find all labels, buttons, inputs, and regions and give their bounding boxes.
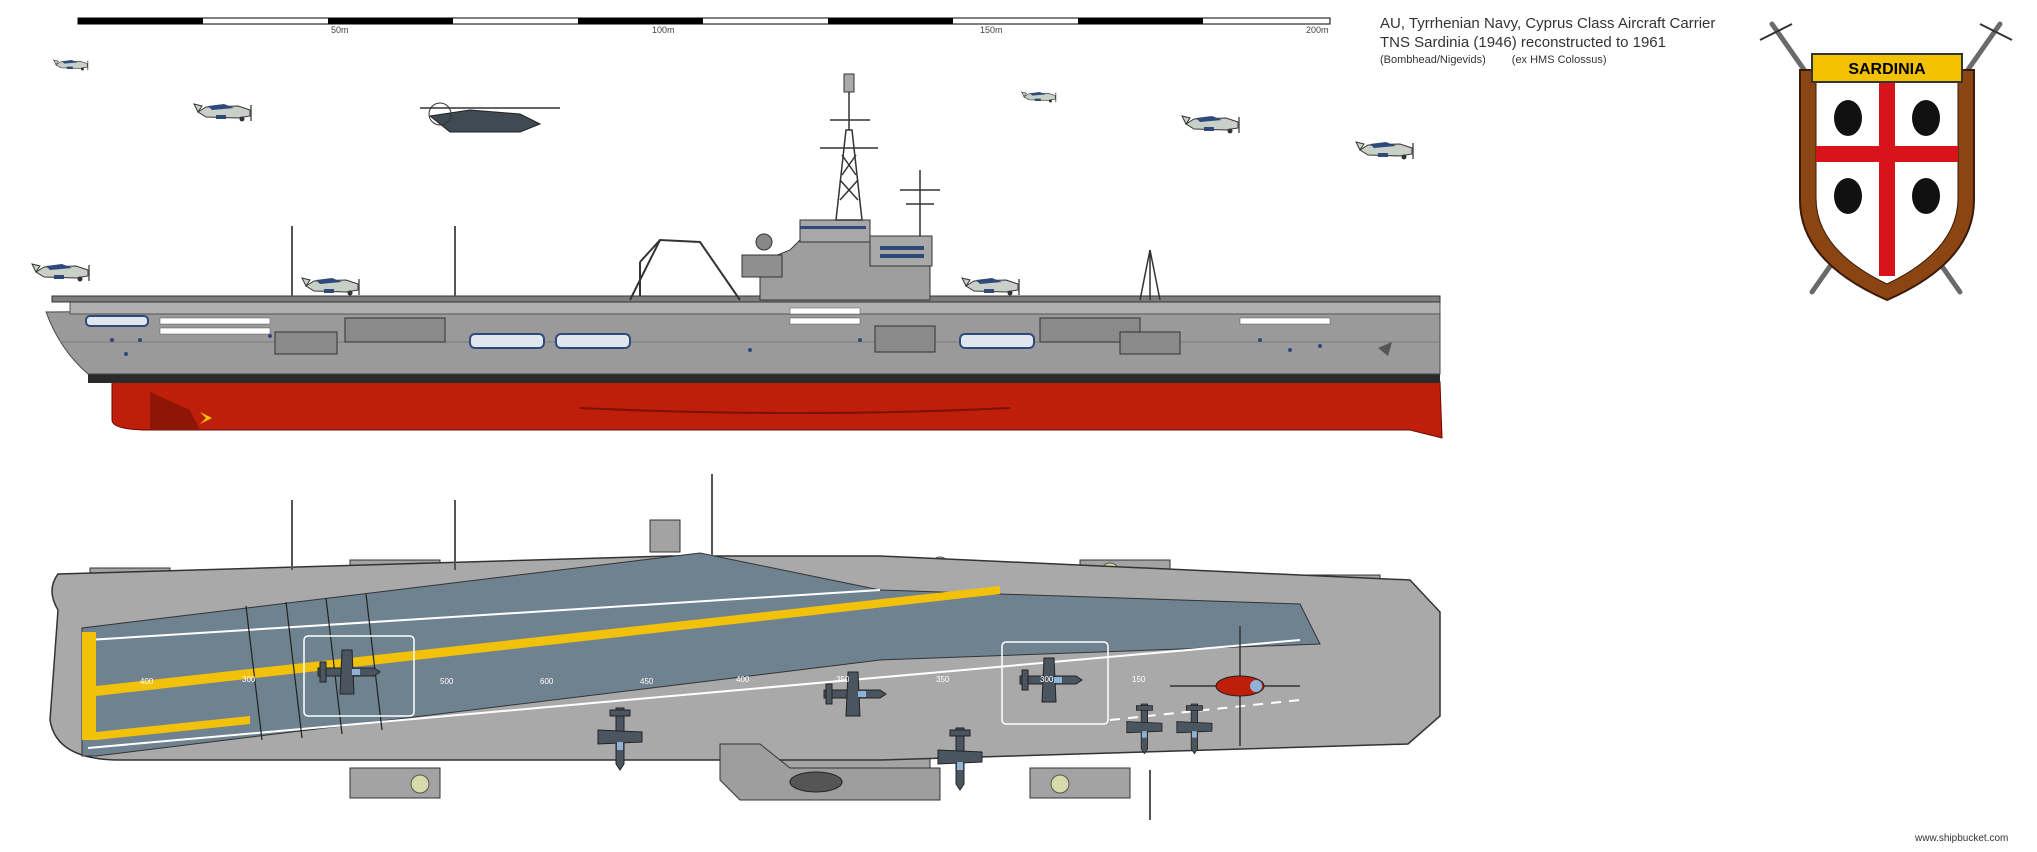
title-line-2: TNS Sardinia (1946) reconstructed to 196… xyxy=(1380,34,1666,51)
scale-label: 200m xyxy=(1306,25,1329,35)
deck-marking: 150 xyxy=(1132,675,1146,684)
anchor-icon xyxy=(1378,342,1392,356)
title-credits: (Bombhead/Nigevids) (ex HMS Colossus) xyxy=(1380,52,1715,68)
plan-view: 400 300 500 600 450 400 350 350 300 150 xyxy=(49,474,1441,820)
sardinia-crest: SARDINIA xyxy=(1759,21,2013,302)
former-name: (ex HMS Colossus) xyxy=(1511,54,1607,66)
deck-marking: 350 xyxy=(836,675,850,684)
deck-marking: 300 xyxy=(242,675,256,684)
scale-label: 100m xyxy=(652,25,675,35)
crest-banner: SARDINIA xyxy=(1848,61,1926,78)
deck-marking: 400 xyxy=(140,677,154,686)
watermark: www.shipbucket.com xyxy=(1915,833,2009,844)
deck-marking: 450 xyxy=(640,677,654,686)
deck-marking: 500 xyxy=(440,677,454,686)
deck-marking: 350 xyxy=(936,675,950,684)
helicopter-icon xyxy=(420,102,560,133)
scale-label: 50m xyxy=(331,25,349,35)
helicopter-top-icon xyxy=(1170,626,1300,746)
title-block: AU, Tyrrhenian Navy, Cyprus Class Aircra… xyxy=(1380,14,1715,68)
scale-bar xyxy=(77,17,1331,25)
deck-marking: 400 xyxy=(736,675,750,684)
deck-marking: 300 xyxy=(1040,675,1054,684)
deck-marking: 600 xyxy=(540,677,554,686)
side-profile xyxy=(31,59,1443,439)
propeller-icon xyxy=(200,412,212,424)
designers: (Bombhead/Nigevids) xyxy=(1380,54,1486,66)
scale-label: 150m xyxy=(980,25,1003,35)
title-line-1: AU, Tyrrhenian Navy, Cyprus Class Aircra… xyxy=(1380,15,1716,32)
